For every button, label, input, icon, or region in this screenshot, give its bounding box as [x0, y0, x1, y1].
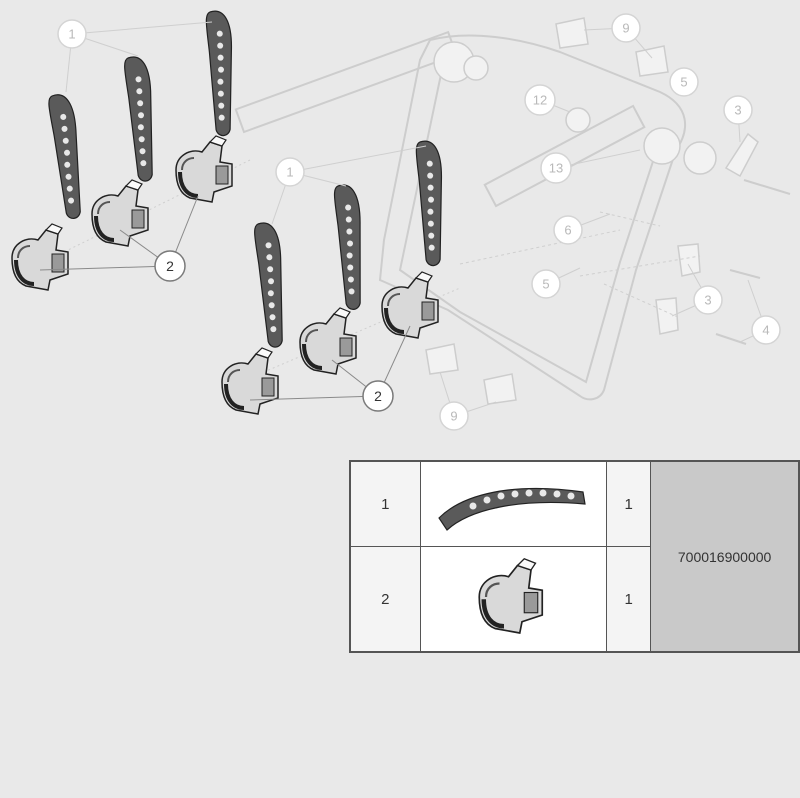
table-row: 2 1 — [349, 546, 799, 653]
callout-6: 6 — [553, 215, 583, 245]
part-image-cell — [419, 546, 608, 653]
callout-3-top: 3 — [723, 95, 753, 125]
svg-text:1: 1 — [286, 165, 293, 180]
callout-3-bottom: 3 — [693, 285, 723, 315]
callout-9-top: 9 — [611, 13, 641, 43]
strap-icon — [438, 487, 587, 531]
svg-text:6: 6 — [564, 223, 571, 238]
svg-text:9: 9 — [622, 21, 629, 36]
callout-9-bottom: 9 — [439, 401, 469, 431]
exploded-parts-diagram: 1 2 1 2 9 5 12 3 13 6 5 3 4 9 — [10, 10, 791, 431]
callout-5-top: 5 — [669, 67, 699, 97]
callouts: 1 2 1 2 9 5 12 3 13 6 5 3 4 9 — [57, 13, 781, 431]
quantity-cell: 1 — [606, 460, 652, 547]
svg-text:3: 3 — [704, 293, 711, 308]
part-number-cell: 2 — [349, 546, 421, 653]
table-row: 1 1 700016900000 — [349, 460, 800, 653]
svg-text:5: 5 — [680, 75, 687, 90]
svg-text:4: 4 — [762, 323, 769, 338]
upper-cradles — [10, 134, 234, 292]
svg-text:13: 13 — [549, 161, 563, 176]
svg-text:1: 1 — [68, 27, 75, 42]
callout-5-bottom: 5 — [531, 269, 561, 299]
svg-text:12: 12 — [533, 93, 547, 108]
svg-text:3: 3 — [734, 103, 741, 118]
callout-12: 12 — [524, 84, 556, 116]
svg-text:2: 2 — [374, 388, 382, 404]
svg-text:9: 9 — [450, 409, 457, 424]
lower-cradles — [220, 270, 440, 416]
quantity-cell: 1 — [606, 546, 652, 653]
callout-4: 4 — [751, 315, 781, 345]
part-number-cell: 1 — [349, 460, 421, 547]
rack-frame-ghost — [234, 17, 791, 405]
svg-text:2: 2 — [166, 258, 174, 274]
parts-table: 1 1 700016900000 2 1 — [349, 460, 800, 653]
svg-text:5: 5 — [542, 277, 549, 292]
callout-2-lower: 2 — [362, 380, 394, 412]
wheel-cradle-icon — [468, 552, 558, 642]
callout-1-upper: 1 — [57, 19, 87, 49]
callout-1-lower: 1 — [275, 157, 305, 187]
callout-2-upper: 2 — [154, 250, 186, 282]
part-image-cell — [419, 460, 608, 547]
callout-13: 13 — [540, 152, 572, 184]
part-code-cell: 700016900000 — [650, 460, 800, 653]
